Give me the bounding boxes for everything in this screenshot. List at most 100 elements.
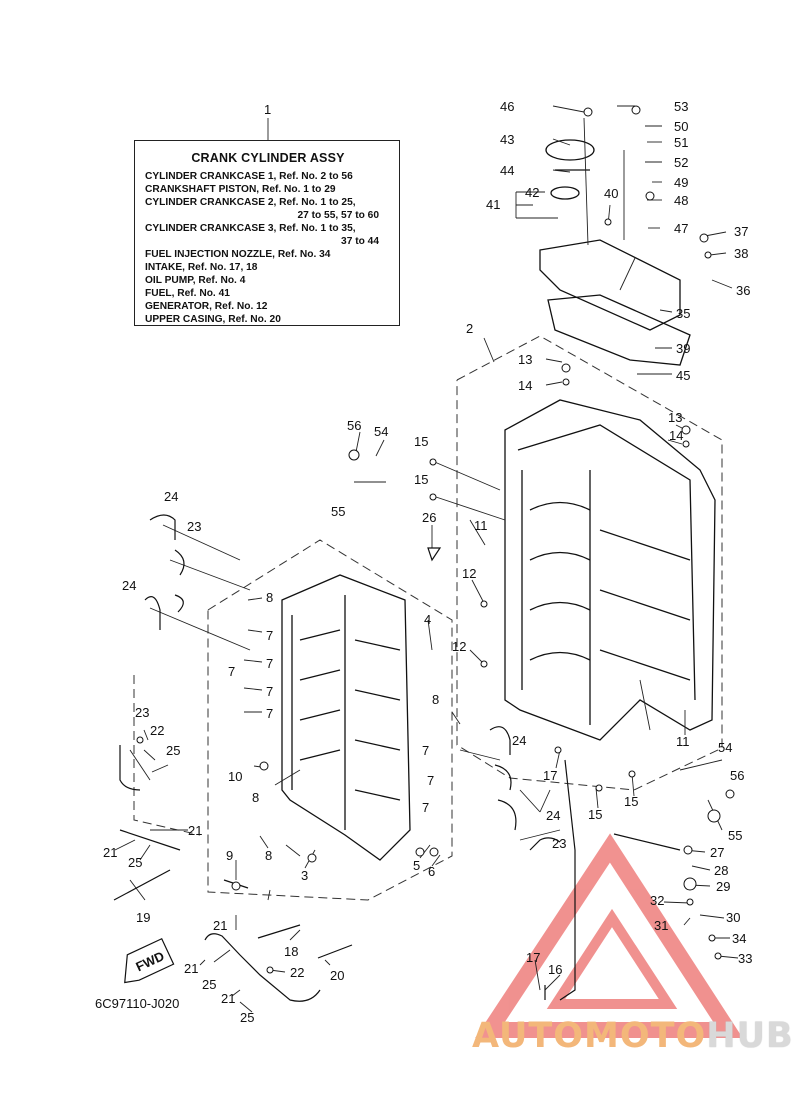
callout-10: 10 bbox=[228, 769, 242, 784]
callout-52: 52 bbox=[674, 155, 688, 170]
watermark-triangle bbox=[475, 833, 743, 1038]
callout-40: 40 bbox=[604, 186, 618, 201]
callout-48: 48 bbox=[674, 193, 688, 208]
assembly-ref-line: INTAKE, Ref. No. 17, 18 bbox=[145, 262, 258, 273]
callout-7a: 7 bbox=[266, 628, 273, 643]
callout-12b: 12 bbox=[452, 639, 466, 654]
callout-21d: 21 bbox=[184, 961, 198, 976]
callout-7c: 7 bbox=[266, 684, 273, 699]
callout-54a: 54 bbox=[374, 424, 388, 439]
callout-31: 31 bbox=[654, 918, 668, 933]
callout-21c: 21 bbox=[213, 918, 227, 933]
watermark-part2: HUB bbox=[706, 1016, 794, 1056]
hoses-and-fittings bbox=[113, 514, 681, 1002]
callout-7f: 7 bbox=[422, 743, 429, 758]
callout-24c: 24 bbox=[512, 733, 526, 748]
callout-5: 5 bbox=[413, 858, 420, 873]
assembly-ref-list: CYLINDER CRANKCASE 1, Ref. No. 2 to 56 CR… bbox=[145, 170, 391, 326]
assembly-title: CRANK CYLINDER ASSY bbox=[191, 151, 345, 165]
callout-23a: 23 bbox=[187, 519, 201, 534]
callout-27: 27 bbox=[710, 845, 724, 860]
crankcase-block-right bbox=[504, 399, 716, 741]
assembly-ref-line: OIL PUMP, Ref. No. 4 bbox=[145, 275, 246, 286]
callout-14b: 14 bbox=[669, 428, 683, 443]
callout-4: 4 bbox=[424, 612, 431, 627]
callout-24b: 24 bbox=[122, 578, 136, 593]
callout-8a: 8 bbox=[266, 590, 273, 605]
callout-18: 18 bbox=[284, 944, 298, 959]
callout-39: 39 bbox=[676, 341, 690, 356]
watermark-text: AUTOMOTOHUB bbox=[472, 1016, 794, 1056]
callout-45: 45 bbox=[676, 368, 690, 383]
callout-12a: 12 bbox=[462, 566, 476, 581]
callout-54b: 54 bbox=[718, 740, 732, 755]
callout-8b: 8 bbox=[252, 790, 259, 805]
assembly-ref-line: 27 to 55, 57 to 60 bbox=[297, 210, 379, 221]
callout-25b: 25 bbox=[128, 855, 142, 870]
callout-6: 6 bbox=[428, 864, 435, 879]
callout-33: 33 bbox=[738, 951, 752, 966]
callout-56b: 56 bbox=[730, 768, 744, 783]
callout-44: 44 bbox=[500, 163, 514, 178]
callout-11b: 11 bbox=[676, 734, 690, 749]
callout-46: 46 bbox=[500, 99, 514, 114]
callout-55a: 55 bbox=[331, 504, 345, 519]
callout-15b: 15 bbox=[414, 472, 428, 487]
callout-29: 29 bbox=[716, 879, 730, 894]
leader-lines bbox=[114, 105, 739, 1013]
callout-36: 36 bbox=[736, 283, 750, 298]
drawing-code: 6C97110-J020 bbox=[95, 996, 180, 1011]
callout-28: 28 bbox=[714, 863, 728, 878]
assembly-ref-line: UPPER CASING, Ref. No. 20 bbox=[145, 314, 281, 325]
callout-13a: 13 bbox=[518, 352, 532, 367]
callout-24d: 24 bbox=[546, 808, 560, 823]
callout-53: 53 bbox=[674, 99, 688, 114]
callout-21e: 21 bbox=[221, 991, 235, 1006]
callout-7h: 7 bbox=[422, 800, 429, 815]
callout-20: 20 bbox=[330, 968, 344, 983]
callout-9: 9 bbox=[226, 848, 233, 863]
callout-55b: 55 bbox=[728, 828, 742, 843]
assembly-ref-line: CRANKSHAFT PISTON, Ref. No. 1 to 29 bbox=[145, 184, 336, 195]
callout-32: 32 bbox=[650, 893, 664, 908]
callout-43: 43 bbox=[500, 132, 514, 147]
callout-8d: 8 bbox=[432, 692, 439, 707]
callout-25d: 25 bbox=[240, 1010, 254, 1025]
callout-24a: 24 bbox=[164, 489, 178, 504]
callout-50: 50 bbox=[674, 119, 688, 134]
callout-13b: 13 bbox=[668, 410, 682, 425]
callout-37: 37 bbox=[734, 224, 748, 239]
callout-17a: 17 bbox=[543, 768, 557, 783]
callout-7g: 7 bbox=[427, 773, 434, 788]
assembly-title-box: CRANK CYLINDER ASSY CYLINDER CRANKCASE 1… bbox=[134, 140, 400, 326]
callout-42: 42 bbox=[525, 185, 539, 200]
callout-30: 30 bbox=[726, 910, 740, 925]
callout-11a: 11 bbox=[474, 518, 488, 533]
callout-51: 51 bbox=[674, 135, 688, 150]
assembly-ref-line: CYLINDER CRANKCASE 1, Ref. No. 2 to 56 bbox=[145, 171, 353, 182]
callout-7e: 7 bbox=[228, 664, 235, 679]
assembly-ref-line: GENERATOR, Ref. No. 12 bbox=[145, 301, 268, 312]
callout-22b: 22 bbox=[290, 965, 304, 980]
callout-7b: 7 bbox=[266, 656, 273, 671]
assembly-ref-line: 37 to 44 bbox=[341, 236, 379, 247]
callout-22a: 22 bbox=[150, 723, 164, 738]
callout-41: 41 bbox=[486, 197, 500, 212]
callout-labels: 1 2 3 4 5 6 7 7 7 7 7 7 7 7 8 8 8 8 9 10… bbox=[103, 99, 752, 1025]
callout-34: 34 bbox=[732, 931, 746, 946]
callout-49: 49 bbox=[674, 175, 688, 190]
cover-plate bbox=[539, 139, 691, 366]
watermark-part1: AUTOMOTO bbox=[472, 1016, 707, 1056]
callout-15c: 15 bbox=[588, 807, 602, 822]
callout-35: 35 bbox=[676, 306, 690, 321]
callout-23b: 23 bbox=[135, 705, 149, 720]
callout-2: 2 bbox=[466, 321, 473, 336]
callout-8c: 8 bbox=[265, 848, 272, 863]
callout-17b: 17 bbox=[526, 950, 540, 965]
callout-15a: 15 bbox=[414, 434, 428, 449]
callout-38: 38 bbox=[734, 246, 748, 261]
callout-16: 16 bbox=[548, 962, 562, 977]
callout-25c: 25 bbox=[202, 977, 216, 992]
assembly-ref-line: FUEL INJECTION NOZZLE, Ref. No. 34 bbox=[145, 249, 331, 260]
